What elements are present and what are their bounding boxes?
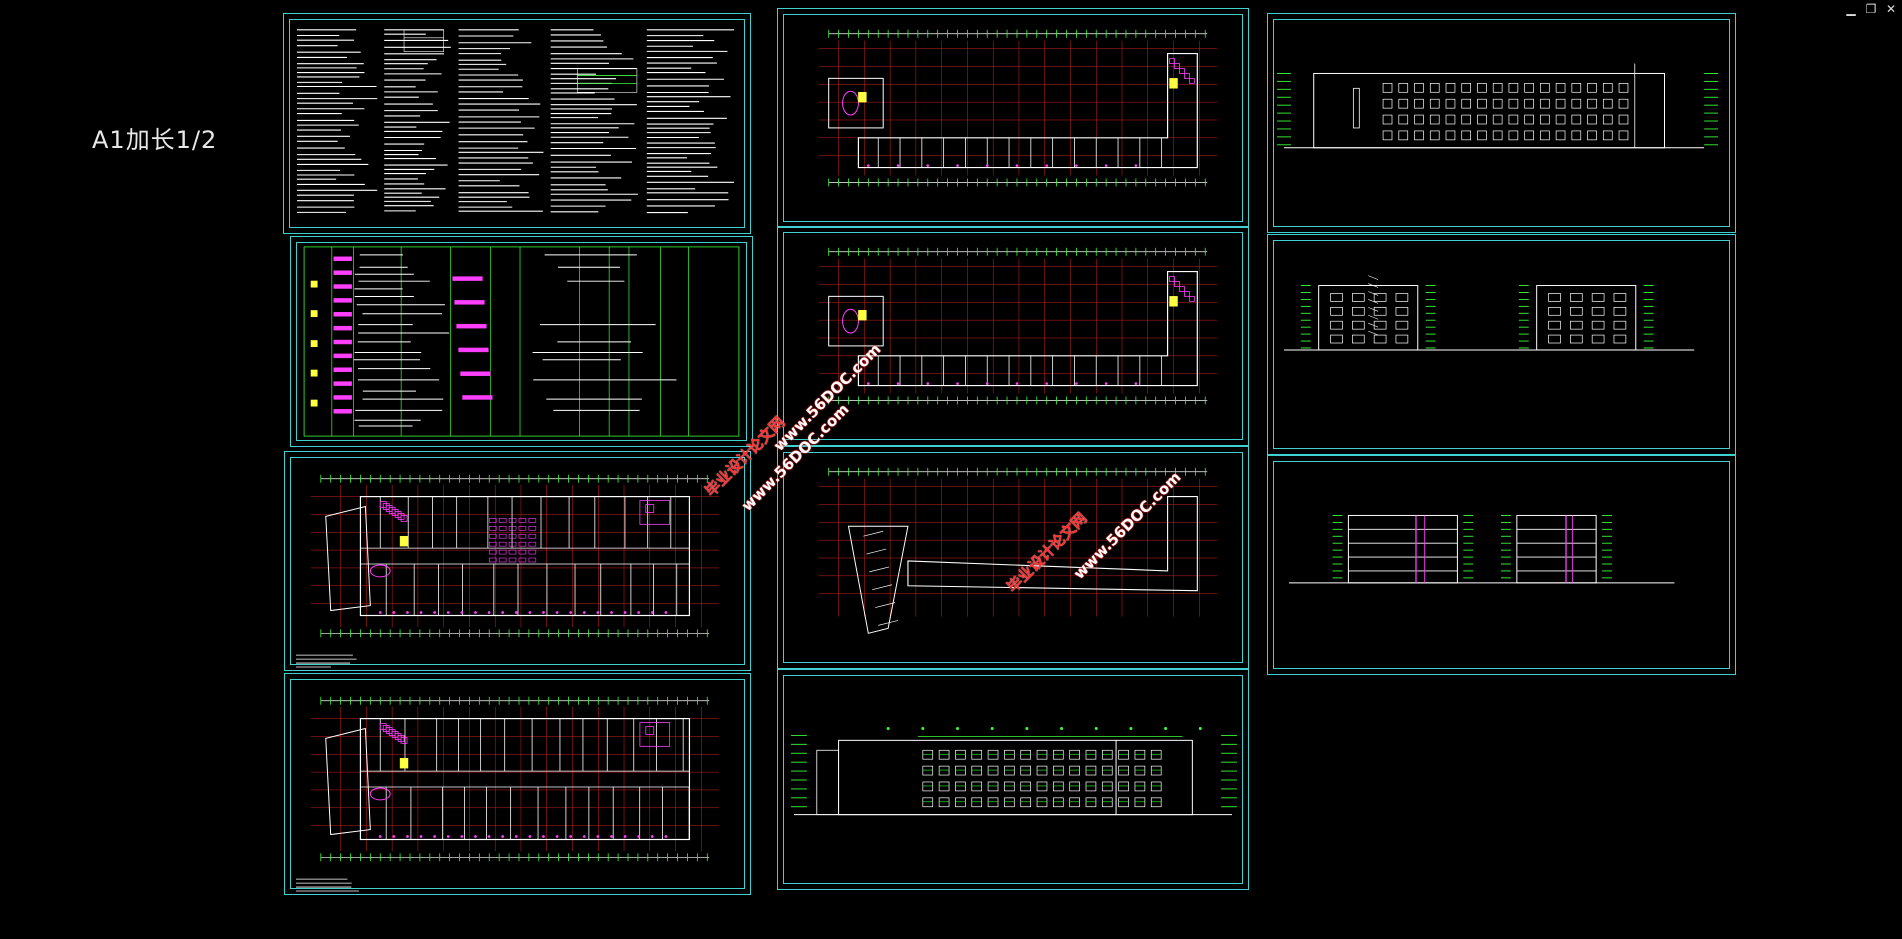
sheet-border (783, 14, 1243, 222)
north-elevation-drawing (1277, 63, 1719, 149)
south-elevation-drawing (791, 726, 1237, 816)
side-elevations-drawing (1283, 275, 1695, 351)
svg-text:■: ■ (310, 339, 318, 349)
sheet-border (1273, 240, 1730, 449)
svg-text:■: ■ (310, 369, 318, 379)
sheet-border (290, 679, 745, 889)
sheet-upper-floor-plan[interactable] (284, 673, 751, 895)
svg-text:■: ■ (310, 398, 318, 408)
ground-floor-plan-drawing (296, 474, 720, 668)
notes-text-drawing (297, 29, 735, 214)
sheet-ground-floor-plan[interactable] (284, 451, 751, 671)
sheet-sections[interactable] (1267, 455, 1736, 675)
svg-text:■: ■ (310, 309, 318, 319)
roof-plan-drawing (818, 467, 1218, 634)
sheet-border (1273, 19, 1730, 227)
upper-floor-plan-drawing (296, 696, 720, 892)
scale-label: A1加长1/2 (92, 126, 218, 154)
sheet-floor-plan-3[interactable] (777, 8, 1249, 228)
floor-plan-4-drawing (818, 247, 1218, 405)
sheet-side-elevations[interactable] (1267, 234, 1736, 455)
window-controls: ▁ ❐ ✕ (1844, 2, 1898, 16)
material-table-drawing: ■ ■ ■ ■ ■ (303, 246, 740, 437)
sheet-roof-plan[interactable] (777, 446, 1249, 669)
sheet-border (783, 232, 1243, 440)
sheet-border (290, 457, 745, 665)
svg-text:■: ■ (310, 280, 318, 290)
minimize-icon[interactable]: ▁ (1846, 2, 1856, 16)
sheet-border (289, 19, 745, 228)
sheet-material-table[interactable]: ■ ■ ■ ■ ■ (290, 236, 753, 447)
sheet-border (783, 675, 1243, 884)
sections-drawing (1288, 514, 1675, 584)
sheet-floor-plan-4[interactable] (777, 226, 1249, 446)
restore-icon[interactable]: ❐ (1865, 2, 1877, 16)
sheet-border (783, 452, 1243, 663)
sheet-south-elevation[interactable] (777, 669, 1249, 890)
sheet-border (1273, 461, 1730, 669)
sheet-design-notes[interactable] (283, 13, 751, 234)
floor-plan-3-drawing (818, 29, 1218, 187)
sheet-border (296, 242, 747, 441)
close-icon[interactable]: ✕ (1885, 2, 1897, 16)
sheet-north-elevation[interactable] (1267, 13, 1736, 233)
